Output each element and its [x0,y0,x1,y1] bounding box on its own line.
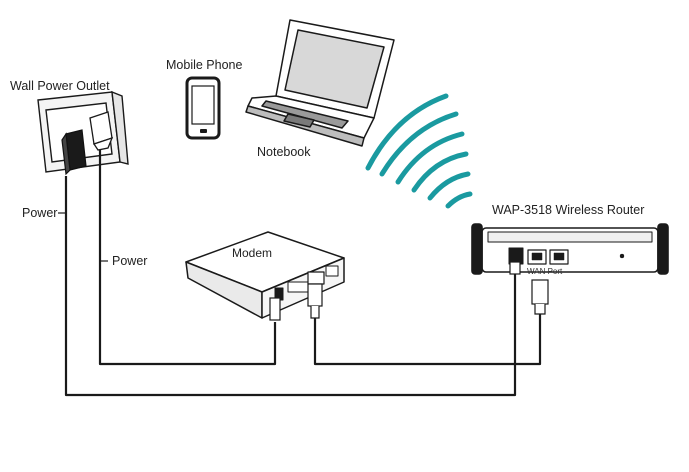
modem-connectors [269,283,323,321]
power-plug-icon [89,111,114,151]
modem-label: Modem [232,246,273,260]
router-icon [471,223,669,275]
router-connectors [509,261,549,315]
wall-outlet-label: Wall Power Outlet [10,79,110,93]
notebook-label: Notebook [257,145,311,159]
notebook-icon [245,19,395,147]
power-label-left: Power [22,206,58,220]
router-power-cable [64,176,517,397]
ethernet-cable [313,312,542,366]
modem-icon [185,231,345,319]
cables [64,150,542,397]
wireless-signal-icon [365,93,473,209]
label-leaders [58,212,108,262]
modem-power-cable [98,150,277,366]
power-adapter-icon [61,129,87,176]
mobile-phone-icon [185,76,221,140]
wan-port-label: WAN Port [527,267,563,276]
mobile-phone-label: Mobile Phone [166,58,243,72]
power-label-mid: Power [112,254,148,268]
router-label: WAP-3518 Wireless Router [492,203,645,217]
